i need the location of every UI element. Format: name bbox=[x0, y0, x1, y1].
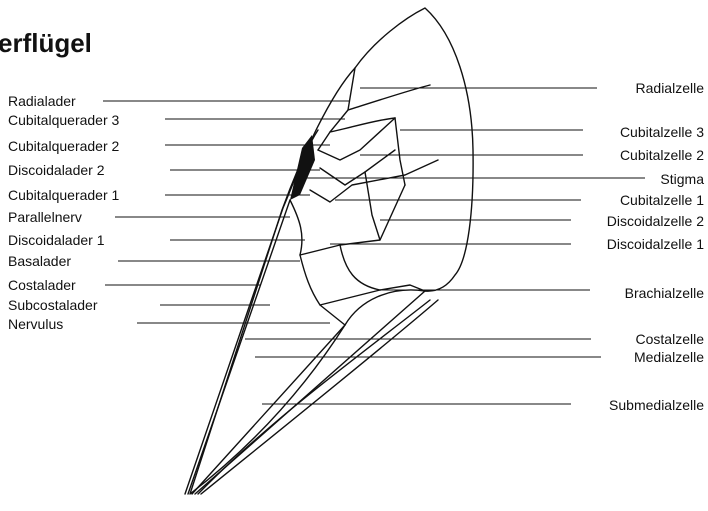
label-subcostalader: Subcostalader bbox=[8, 297, 98, 313]
label-cubitalzelle-3: Cubitalzelle 3 bbox=[620, 124, 704, 140]
anal-vein bbox=[201, 300, 438, 494]
label-radialader: Radialader bbox=[8, 93, 76, 109]
subcostal-vein bbox=[188, 200, 290, 494]
label-radialzelle: Radialzelle bbox=[636, 80, 704, 96]
label-discoidalader-2: Discoidalader 2 bbox=[8, 162, 105, 178]
label-nervulus: Nervulus bbox=[8, 316, 63, 332]
cubital-vein-3 bbox=[348, 85, 430, 110]
submedial-cell-vein bbox=[198, 300, 430, 494]
brachial-vein bbox=[300, 255, 345, 325]
left-leader-lines bbox=[103, 101, 350, 323]
medial-vein bbox=[340, 245, 380, 290]
wing-outline bbox=[190, 8, 473, 494]
label-stigma: Stigma bbox=[660, 171, 704, 187]
label-cubitalquerader-2: Cubitalquerader 2 bbox=[8, 138, 119, 154]
label-cubitalzelle-1: Cubitalzelle 1 bbox=[620, 192, 704, 208]
label-costalzelle: Costalzelle bbox=[636, 331, 704, 347]
parallel-vein bbox=[290, 200, 302, 255]
label-parallelnerv: Parallelnerv bbox=[8, 209, 82, 225]
label-cubitalquerader-3: Cubitalquerader 3 bbox=[8, 112, 119, 128]
label-basalader: Basalader bbox=[8, 253, 71, 269]
label-discoidalader-1: Discoidalader 1 bbox=[8, 232, 105, 248]
label-discoidalzelle-2: Discoidalzelle 2 bbox=[607, 213, 704, 229]
right-leader-lines bbox=[245, 88, 645, 404]
costal-cell-vein bbox=[192, 325, 345, 494]
label-brachialzelle: Brachialzelle bbox=[625, 285, 704, 301]
label-submedialzelle: Submedialzelle bbox=[609, 397, 704, 413]
stigma-vein bbox=[365, 172, 380, 240]
label-costalader: Costalader bbox=[8, 277, 76, 293]
cubital-vein-1 bbox=[318, 118, 395, 160]
label-cubitalquerader-1: Cubitalquerader 1 bbox=[8, 187, 119, 203]
label-medialzelle: Medialzelle bbox=[634, 349, 704, 365]
label-cubitalzelle-2: Cubitalzelle 2 bbox=[620, 147, 704, 163]
label-discoidalzelle-1: Discoidalzelle 1 bbox=[607, 236, 704, 252]
discoidal-vein-1 bbox=[310, 160, 438, 202]
cubital-cross-3 bbox=[395, 118, 405, 185]
